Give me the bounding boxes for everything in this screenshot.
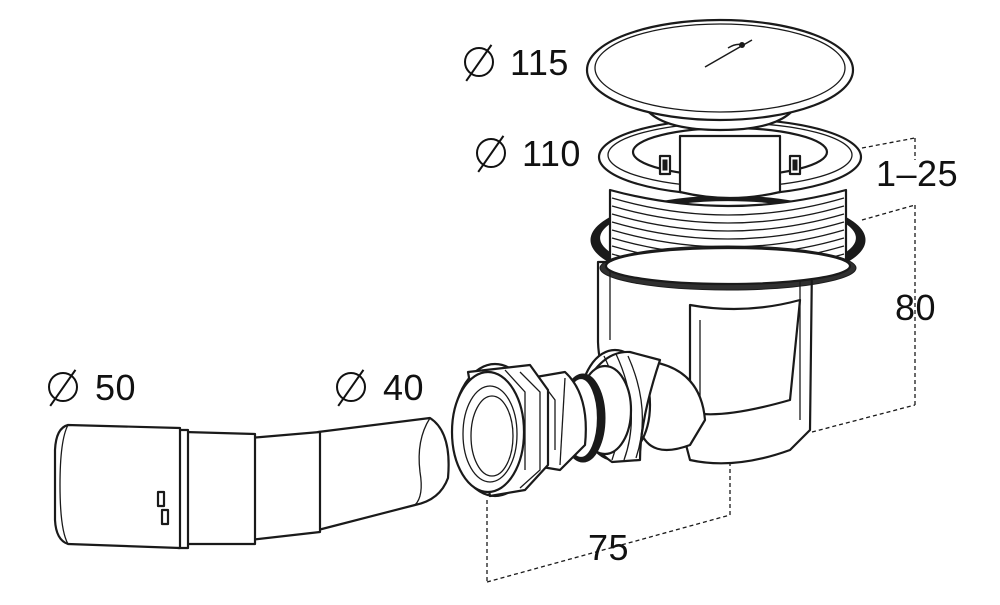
drain-body: [596, 260, 814, 465]
adapter-pipe: [53, 416, 450, 550]
diameter-symbol-icon: [476, 138, 506, 168]
label-outlet-large: 50: [95, 367, 137, 408]
label-height-range: 1–25: [876, 153, 959, 194]
dimension-lines: [486, 137, 916, 583]
threaded-section: [590, 188, 866, 291]
diameter-symbol-icon: [464, 47, 494, 77]
dim-line-bottom: [811, 404, 916, 433]
diameter-symbol-icon: [336, 372, 366, 402]
cover-cap: [585, 18, 855, 132]
dim-line-thread-top: [861, 204, 916, 221]
label-cover-diameter: 115: [510, 42, 569, 83]
dim-line-width: [486, 514, 731, 583]
label-outlet-small: 40: [383, 367, 425, 408]
compression-nut: [450, 362, 587, 498]
flange-ring: [597, 117, 863, 200]
label-offset-length: 75: [588, 527, 630, 568]
dim-line-cover-top: [861, 137, 916, 149]
label-body-height: 80: [895, 287, 937, 328]
label-flange-diameter: 110: [522, 133, 581, 174]
diameter-symbol-icon: [48, 372, 78, 402]
